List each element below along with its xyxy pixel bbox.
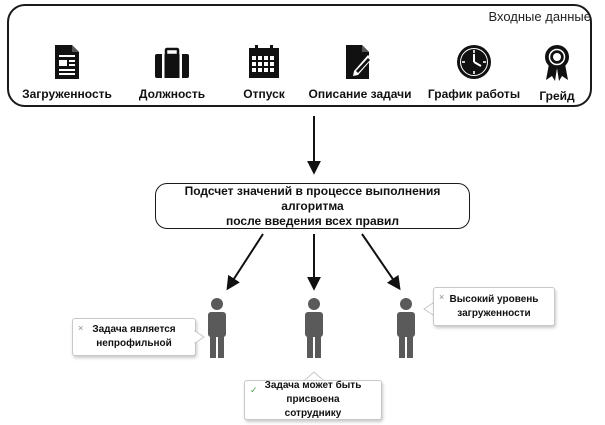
clock-icon <box>457 45 491 79</box>
input-item-label: Должность <box>138 87 206 101</box>
cross-icon: × <box>78 323 84 333</box>
arrow-to-outcome-right <box>361 233 401 291</box>
input-item-position: Должность <box>117 44 227 101</box>
input-item-label: Описание задачи <box>308 87 412 101</box>
input-item-vacation: Отпуск <box>209 44 319 101</box>
input-item-label: Загруженность <box>22 87 112 101</box>
input-item-workload: Загруженность <box>12 44 122 101</box>
calendar-icon <box>249 45 279 78</box>
process-box: Подсчет значений в процессе выполнения а… <box>155 183 470 229</box>
callout-pointer-right <box>423 302 434 316</box>
input-item-label: Грейд <box>539 89 575 103</box>
person-figure-left <box>208 298 226 358</box>
outcome-callout-center: ✓ Задача может быть присвоена сотруднику <box>244 380 382 420</box>
outcome-callout-right: × Высокий уровень загруженности <box>433 287 555 326</box>
input-data-panel <box>7 4 592 107</box>
document-icon <box>55 45 79 79</box>
award-icon <box>545 45 569 81</box>
process-text-line1: Подсчет значений в процессе выполнения а… <box>184 183 441 213</box>
process-text-line2: после введения всех правил <box>226 213 399 228</box>
person-figure-center <box>305 298 323 358</box>
input-item-work-schedule: График работы <box>419 44 529 101</box>
outcome-callout-left: × Задача является непрофильной <box>72 318 196 356</box>
outcome-text: Высокий уровень загруженности <box>449 293 539 319</box>
input-data-title: Входные данные <box>488 9 591 24</box>
arrow-to-outcome-left <box>226 233 264 291</box>
input-item-label: График работы <box>427 87 521 101</box>
person-figure-right <box>397 298 415 358</box>
input-item-task-description: Описание задачи <box>305 44 415 101</box>
check-icon: ✓ <box>250 385 258 395</box>
outcome-text: Задача может быть присвоена сотруднику <box>264 380 362 419</box>
briefcase-icon <box>155 47 189 78</box>
edit-document-icon <box>346 45 372 79</box>
input-item-grade: Грейд <box>502 44 605 103</box>
callout-pointer-left <box>194 330 205 344</box>
outcome-text: Задача является непрофильной <box>92 324 176 349</box>
cross-icon: × <box>439 292 445 302</box>
input-item-label: Отпуск <box>243 87 285 101</box>
